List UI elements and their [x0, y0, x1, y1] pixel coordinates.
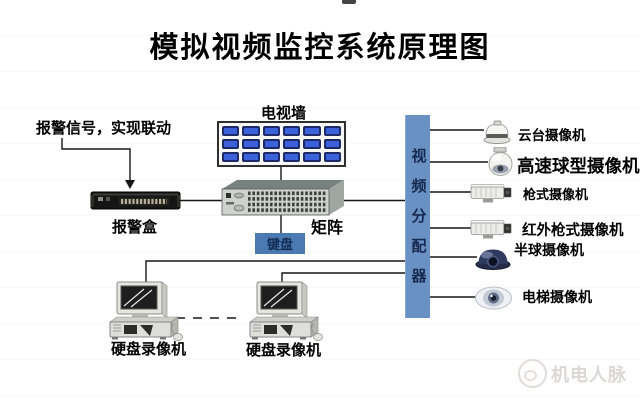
alarm-arrowhead [125, 180, 135, 189]
tv-wall-monitor [262, 152, 280, 162]
tv-wall-monitor [222, 139, 240, 149]
half-dome-camera-icon [475, 249, 511, 270]
watermark-text: 机电人脉 [551, 364, 627, 385]
camera4-label: 红外枪式摄像机 [522, 223, 624, 239]
alarm-arrow-line [61, 138, 131, 180]
tv-wall-monitor [283, 126, 301, 136]
alarm-box-label: 报警盒 [112, 219, 158, 236]
matrix-device [221, 180, 344, 216]
elevator-camera-icon [475, 286, 512, 310]
tv-wall-monitor [303, 139, 321, 149]
keyboard-box: 键盘 [255, 233, 305, 254]
dvr1-distributor-line [145, 260, 405, 283]
tv-wall-monitor [242, 139, 260, 149]
tv-wall-monitor [262, 126, 280, 136]
watermark: 机电人脉 [518, 359, 627, 388]
bullet-camera-icon [470, 184, 512, 203]
camera3-label: 枪式摄像机 [523, 187, 589, 202]
dvr2-label: 硬盘录像机 [246, 342, 322, 359]
alarm-note-label: 报警信号，实现联动 [36, 120, 172, 137]
tv-wall-monitor [222, 152, 240, 162]
tv-wall-monitor [323, 152, 341, 162]
dvr2-distributor-line [281, 272, 405, 283]
tv-wall-monitor [242, 126, 260, 136]
video-distributor-bar: 视频分配器 [405, 115, 430, 318]
tv-wall-monitor [283, 139, 301, 149]
tv-wall-monitor [283, 152, 301, 162]
matrix-label: 矩阵 [311, 220, 344, 237]
ir-bullet-camera-icon [470, 220, 512, 239]
speed-dome-camera-icon [488, 147, 513, 176]
video-distributor-label: 视频分配器 [409, 148, 427, 298]
keyboard-label: 键盘 [266, 237, 293, 252]
tv-wall-label: 电视墙 [261, 105, 307, 122]
tv-wall-monitor [323, 139, 341, 149]
alarm-box-device [90, 191, 181, 210]
dvr2-computer [249, 281, 324, 341]
top-crop-mark [342, 0, 356, 4]
camera2-label: 高速球型摄像机 [517, 156, 640, 176]
matrix-vent-dots [248, 191, 326, 212]
camera6-label: 电梯摄像机 [522, 289, 592, 305]
tv-wall-panel [217, 121, 346, 167]
page-title: 模拟视频监控系统原理图 [149, 32, 491, 64]
watermark-logo-icon [518, 359, 547, 388]
tv-wall-monitor [242, 152, 260, 162]
ptz-camera-icon [483, 120, 511, 144]
tv-wall-monitor [323, 126, 341, 136]
camera5-label: 半球摄像机 [514, 242, 584, 258]
dvr1-label: 硬盘录像机 [111, 341, 187, 358]
dvr1-computer [109, 281, 184, 341]
tv-wall-monitor [222, 126, 240, 136]
camera1-label: 云台摄像机 [518, 128, 586, 143]
tv-wall-monitor [262, 139, 280, 149]
tv-wall-monitor [303, 152, 321, 162]
tv-wall-monitor [303, 126, 321, 136]
